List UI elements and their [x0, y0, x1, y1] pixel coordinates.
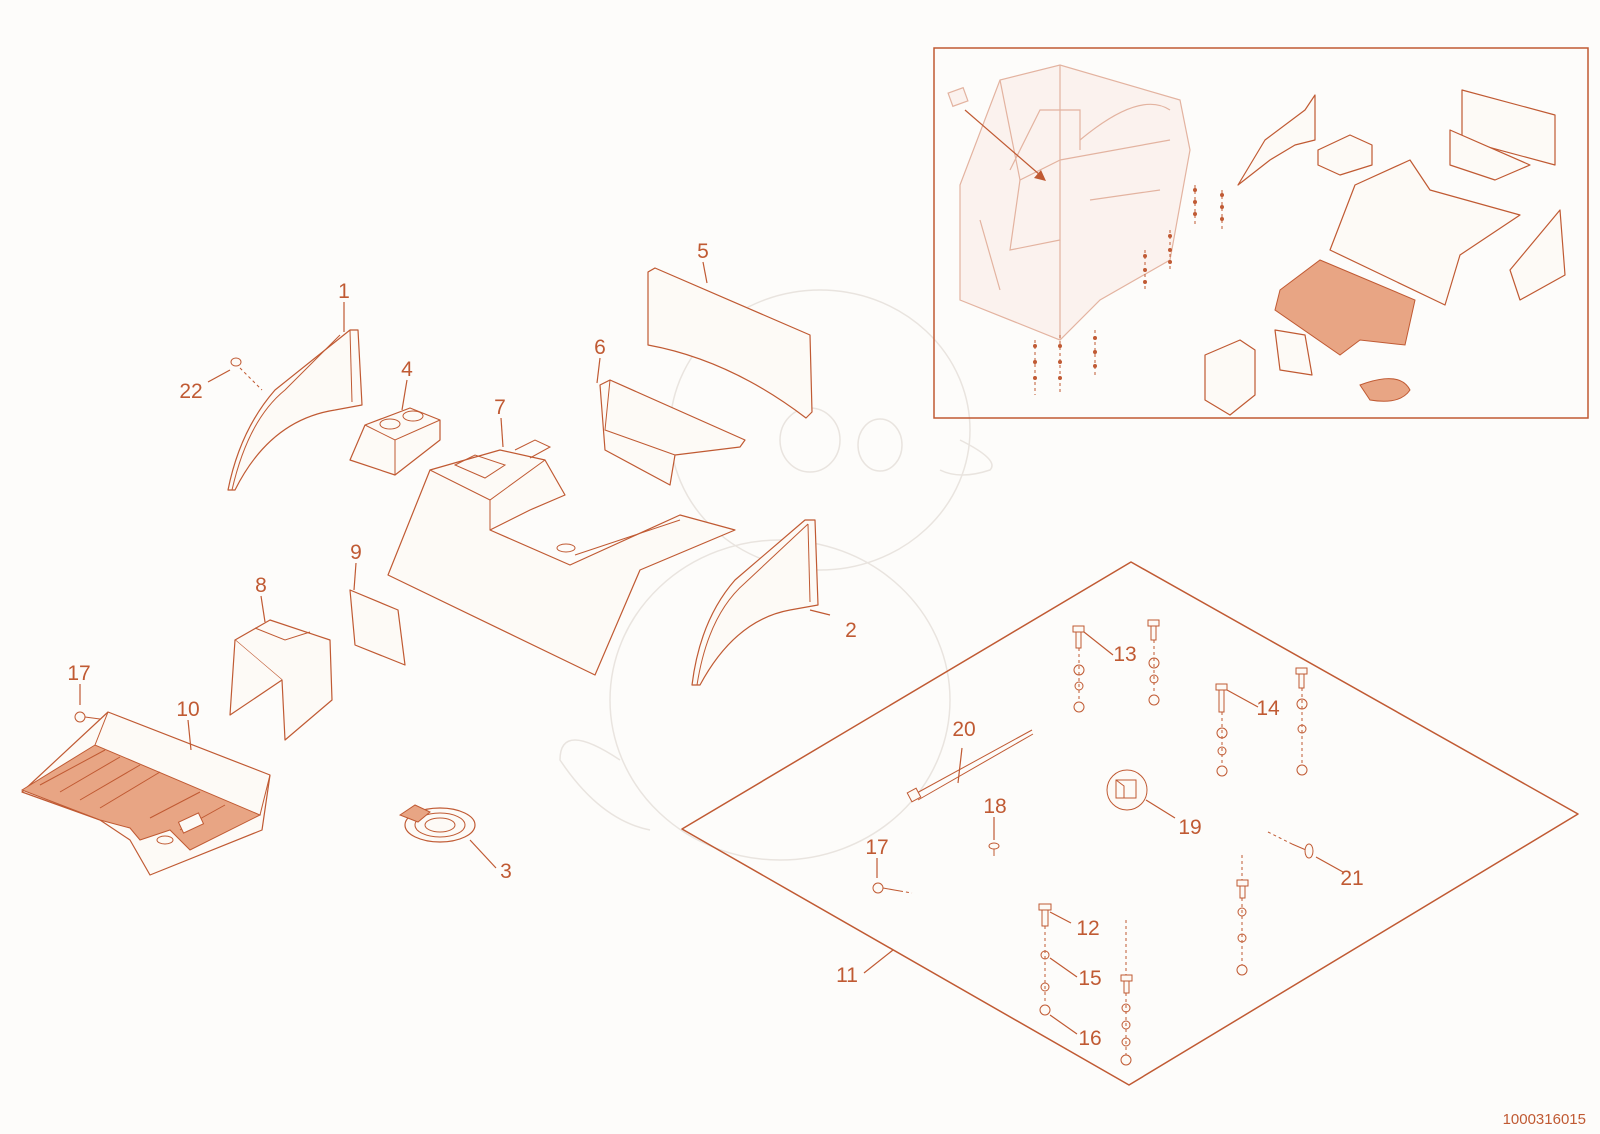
part-17-screw-left: [74, 711, 101, 723]
part-6-angle-panel: [599, 379, 746, 486]
callout-14: 14: [1256, 697, 1280, 720]
callout-9: 9: [350, 541, 362, 564]
part-2-right-fender-panel: [691, 519, 819, 686]
part-9-plate: [349, 589, 406, 666]
callout-17-kit: 17: [865, 836, 888, 859]
inset-parts: [1204, 89, 1566, 416]
part-5-panel-board: [647, 267, 813, 419]
callout-20: 20: [952, 718, 975, 741]
callout-8: 8: [255, 574, 267, 597]
callout-18: 18: [983, 795, 1006, 818]
part-7-console-housing: [387, 439, 736, 676]
overview-inset: [933, 47, 1589, 419]
part-22-plug: [230, 357, 263, 391]
callout-19: 19: [1178, 816, 1201, 839]
part-4-cover-box: [349, 407, 441, 476]
callout-16: 16: [1078, 1027, 1101, 1050]
part-19-label: [1106, 769, 1148, 811]
callout-5: 5: [697, 240, 709, 263]
callout-labels: 1 2 3 4 5 6 7 8 9 10 11 12 13 14 15 16 1…: [67, 240, 1363, 1050]
callout-17-left: 17: [67, 662, 90, 685]
callout-10: 10: [176, 698, 199, 721]
document-number: 1000316015: [1503, 1111, 1586, 1128]
bolt-stacks: [1038, 619, 1308, 1066]
callout-6: 6: [594, 336, 606, 359]
part-18-rivet: [988, 842, 1000, 856]
inset-fastener-dots: [1033, 188, 1224, 380]
part-1-left-fender-panel: [227, 329, 363, 491]
callout-15: 15: [1078, 967, 1101, 990]
part-20-cable-tie: [906, 729, 1034, 803]
callout-12: 12: [1076, 917, 1099, 940]
inset-cab: [947, 64, 1191, 341]
part-8-bracket: [229, 619, 333, 741]
callout-2: 2: [845, 619, 857, 642]
callout-7: 7: [494, 396, 506, 419]
callout-21: 21: [1340, 867, 1363, 890]
leader-lines: [79, 261, 1344, 1035]
part-3-tape-roll: [398, 804, 476, 843]
callout-3: 3: [500, 860, 512, 883]
callout-22: 22: [179, 380, 202, 403]
callout-4: 4: [401, 358, 413, 381]
part-17-screw-kit: [872, 882, 913, 894]
callout-11: 11: [836, 964, 858, 987]
callout-1: 1: [338, 280, 350, 303]
callout-13: 13: [1113, 643, 1136, 666]
part-11-hardware-kit: [681, 561, 1579, 1086]
part-21-button-screw: [1267, 831, 1314, 859]
part-10-floor-tray: [20, 711, 271, 876]
